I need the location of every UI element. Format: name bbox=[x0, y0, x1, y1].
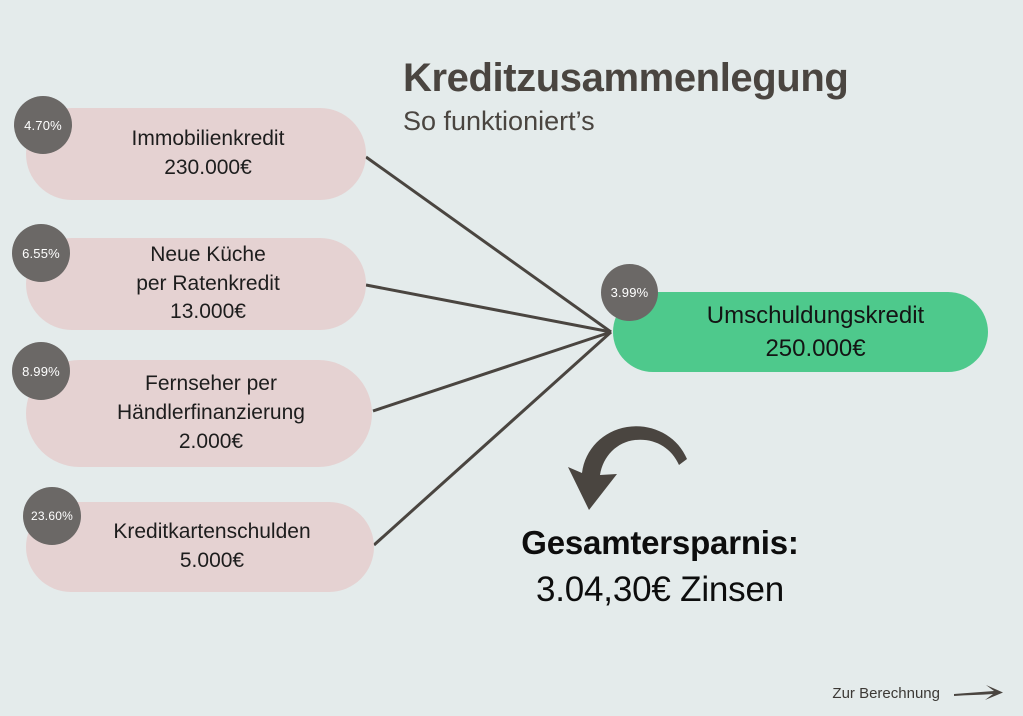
curved-arrow-icon bbox=[568, 426, 687, 510]
debt-card-4[interactable]: Kreditkartenschulden 5.000€ bbox=[26, 502, 374, 592]
headline-block: Kreditzusammenlegung So funktioniert’s bbox=[403, 56, 1003, 137]
debt-card-1-name: Immobilienkredit bbox=[131, 127, 285, 151]
connector-line-1 bbox=[365, 155, 612, 334]
savings-block: Gesamtersparnis: 3.04,30€ Zinsen bbox=[380, 523, 940, 611]
debt-card-3-name-line-1: Fernseher per bbox=[145, 372, 277, 396]
debt-card-2-name-line-1: Neue Küche bbox=[150, 242, 266, 266]
debt-card-2-rate-badge: 6.55% bbox=[12, 224, 70, 282]
debt-card-4-amount: 5.000€ bbox=[179, 549, 245, 572]
page-subtitle: So funktioniert’s bbox=[403, 105, 595, 136]
debt-card-1-amount: 230.000€ bbox=[164, 156, 252, 179]
result-card-rate-badge: 3.99% bbox=[601, 264, 658, 321]
debt-card-1[interactable]: Immobilienkredit 230.000€ bbox=[26, 108, 366, 200]
savings-label: Gesamtersparnis: bbox=[521, 524, 799, 561]
debt-card-1-rate-badge: 4.70% bbox=[14, 96, 72, 154]
debt-card-3-name-line-2: Händlerfinanzierung bbox=[117, 401, 305, 425]
result-card-amount: 250.000€ bbox=[765, 335, 866, 362]
debt-card-2-amount: 13.000€ bbox=[170, 300, 246, 324]
debt-card-3-amount: 2.000€ bbox=[178, 429, 244, 453]
debt-card-4-rate-badge: 23.60% bbox=[23, 487, 81, 545]
debt-card-2-name-line-2: per Ratenkredit bbox=[136, 271, 280, 295]
debt-card-4-name: Kreditkartenschulden bbox=[113, 520, 311, 544]
connector-line-3 bbox=[372, 330, 612, 413]
calculation-cta[interactable]: Zur Berechnung bbox=[832, 682, 1005, 704]
arrow-right-icon bbox=[954, 685, 1003, 700]
result-card[interactable]: Umschuldungskredit 250.000€ bbox=[613, 292, 988, 372]
calculation-cta-label: Zur Berechnung bbox=[832, 684, 940, 702]
page-title: Kreditzusammenlegung bbox=[403, 56, 849, 100]
debt-card-3[interactable]: Fernseher per Händlerfinanzierung 2.000€ bbox=[26, 360, 372, 467]
debt-card-2[interactable]: Neue Küche per Ratenkredit 13.000€ bbox=[26, 238, 366, 330]
connector-line-2 bbox=[365, 283, 612, 334]
savings-value: 3.04,30€ Zinsen bbox=[535, 569, 785, 609]
result-card-name: Umschuldungskredit bbox=[706, 301, 925, 329]
debt-card-3-rate-badge: 8.99% bbox=[12, 342, 70, 400]
